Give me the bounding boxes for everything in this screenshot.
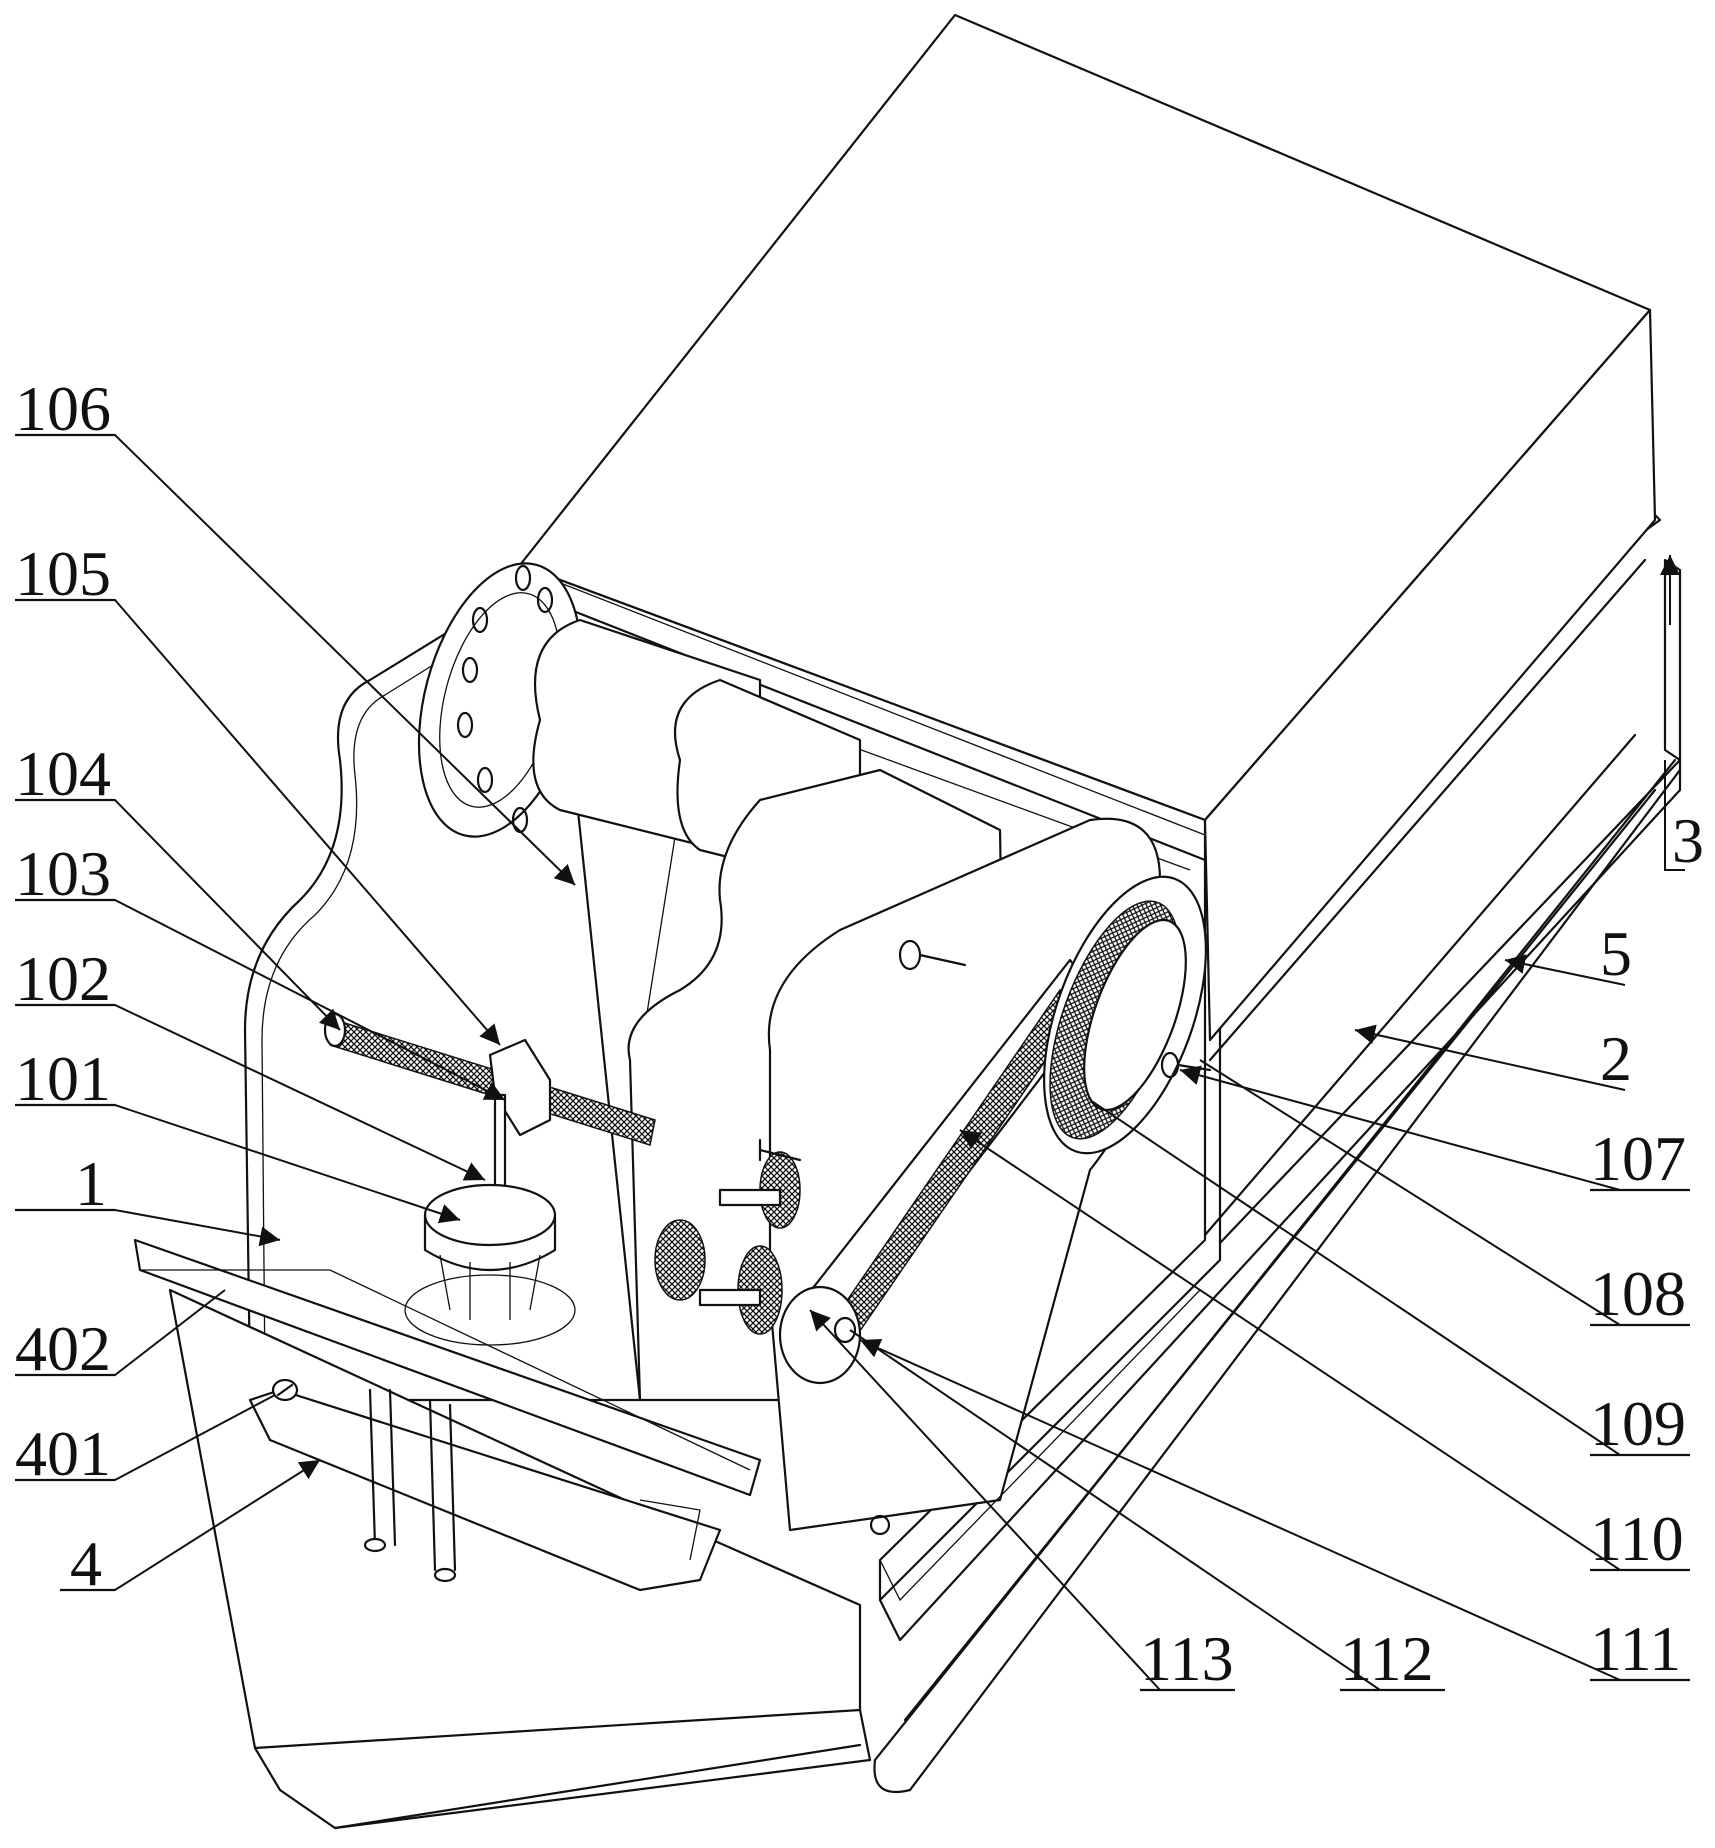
label-402: 402 <box>15 1313 111 1384</box>
labels-left: 106 105 104 103 102 101 1 402 401 4 <box>15 373 115 1599</box>
gear-c <box>654 1219 706 1301</box>
tab-3 <box>1663 558 1682 762</box>
label-4: 4 <box>70 1528 102 1599</box>
base-plate <box>878 758 1682 1642</box>
label-110: 110 <box>1590 1503 1684 1574</box>
label-5: 5 <box>1600 918 1632 989</box>
label-1: 1 <box>75 1148 107 1219</box>
label-2: 2 <box>1600 1023 1632 1094</box>
label-104: 104 <box>15 738 111 809</box>
machine-body <box>133 13 1682 1830</box>
labels-right: 3 5 2 107 108 109 110 111 112 113 <box>1140 805 1704 1694</box>
label-109: 109 <box>1590 1388 1686 1459</box>
tray-rods <box>368 1388 457 1572</box>
label-106: 106 <box>15 373 111 444</box>
front-hopper-plate <box>133 1238 762 1497</box>
label-401: 401 <box>15 1418 111 1489</box>
label-111: 111 <box>1590 1613 1681 1684</box>
label-3: 3 <box>1672 805 1704 876</box>
label-107: 107 <box>1590 1123 1686 1194</box>
upper-bolt <box>898 939 967 971</box>
label-105: 105 <box>15 538 111 609</box>
label-102: 102 <box>15 943 111 1014</box>
label-101: 101 <box>15 1043 111 1114</box>
cover-right <box>1203 308 1657 1042</box>
small-pulley <box>778 1285 862 1385</box>
label-108: 108 <box>1590 1258 1686 1329</box>
label-113: 113 <box>1140 1623 1234 1694</box>
label-112: 112 <box>1340 1623 1434 1694</box>
label-103: 103 <box>15 838 111 909</box>
